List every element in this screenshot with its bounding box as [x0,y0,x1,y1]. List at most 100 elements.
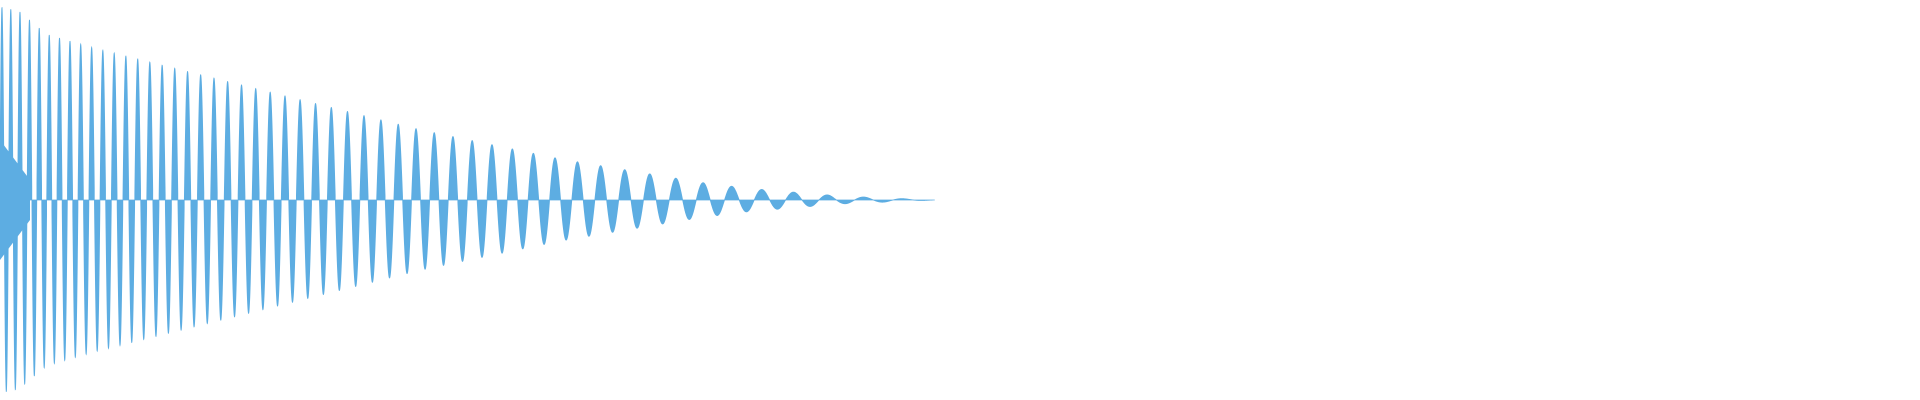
waveform-lobe-7 [31,199,38,377]
waveform-lobe-14 [67,40,74,201]
waveform-lobe-90 [695,182,711,201]
waveform-lobe-39 [217,199,225,321]
waveform-lobe-25 [128,199,136,344]
waveform-dense-onset [0,140,30,260]
waveform-lobe-35 [190,199,198,328]
waveform-lobe-60 [376,119,386,201]
waveform-lobe-73 [496,199,508,254]
waveform-lobe-23 [116,199,124,347]
waveform-lobe-21 [105,199,112,350]
waveform-lobe-27 [140,199,148,341]
waveform-lobe-58 [359,115,369,201]
waveform-lobe-63 [402,199,412,275]
waveform-lobe-100 [854,196,874,201]
waveform-lobe-2 [8,9,14,201]
waveform-lobe-56 [343,111,352,201]
waveform-lobe-82 [594,165,607,201]
waveform-lobe-38 [210,77,218,201]
waveform-lobe-22 [111,51,118,201]
waveform-lobe-65 [420,199,431,270]
waveform-lobe-59 [367,199,377,283]
waveform-lobe-76 [527,152,540,201]
waveform-lobe-99 [836,199,855,205]
waveform-lobe-64 [411,128,421,201]
waveform-lobe-95 [769,199,786,210]
waveform-lobe-33 [177,199,185,332]
waveform-lobe-98 [818,194,837,201]
waveform-lobe-49 [288,199,297,303]
waveform-lobe-86 [643,173,657,201]
waveform-lobe-17 [83,199,90,356]
waveform-lobe-5 [22,199,28,386]
waveform-lobe-97 [801,199,820,207]
waveform-lobe-89 [682,199,697,220]
waveform-lobe-71 [476,199,488,258]
waveform-lobe-62 [393,123,403,201]
waveform-lobe-44 [251,87,260,201]
waveform-lobe-8 [36,27,43,201]
waveform-lobe-46 [266,91,275,201]
waveform-lobe-84 [618,169,632,201]
waveform-lobe-96 [785,191,803,201]
waveform-lobe-72 [486,144,498,201]
waveform-lobe-10 [46,34,53,201]
waveform-lobe-45 [258,199,267,311]
waveform-lobe-87 [656,199,670,225]
waveform-lobe-68 [447,136,459,201]
waveform-lobe-15 [72,199,79,359]
waveform-lobe-19 [94,199,101,353]
waveform-lobe-16 [77,42,84,201]
waveform-lobe-30 [158,64,166,201]
waveform-lobe-103 [913,199,935,201]
waveform-lobe-6 [26,19,33,201]
waveform-lobe-75 [517,199,529,250]
waveform-lobe-12 [56,37,63,201]
waveform-lobe-18 [88,45,95,201]
waveform-lobe-37 [203,199,211,325]
waveform-lobe-80 [571,161,584,201]
waveform-lobe-70 [466,140,478,201]
waveform-lobe-4 [17,11,23,201]
waveform-lobe-102 [892,198,914,201]
waveform-lobe-67 [438,199,449,266]
waveform-lobe-81 [582,199,596,237]
waveform-lobe-51 [303,199,312,300]
waveform-lobe-53 [319,199,328,296]
waveform-lobe-101 [873,199,894,203]
waveform-lobe-88 [668,177,683,201]
waveform-lobe-32 [171,67,179,201]
waveform-lobe-40 [223,81,232,201]
waveform-lobe-43 [244,199,253,315]
waveform-lobe-20 [99,49,106,201]
waveform-lobe-61 [384,199,395,279]
waveform-lobe-13 [61,199,68,362]
waveform-lobe-48 [280,95,290,201]
waveform-lobe-93 [738,199,755,213]
waveform-lobe-3 [12,199,19,391]
waveform-lobe-24 [122,55,130,201]
waveform-lobe-83 [606,199,620,233]
waveform-lobe-55 [334,199,344,291]
waveform-lobe-11 [51,199,58,365]
waveform-lobe-26 [134,58,141,201]
waveform-lobe-52 [311,102,320,201]
waveform-lobe-92 [724,185,740,201]
waveform-lobe-77 [538,199,550,245]
waveform-lobe-57 [351,199,361,287]
waveform-lobe-41 [230,199,239,318]
waveform-lobe-74 [506,148,518,201]
waveform-lobe-79 [560,199,573,241]
waveform-lobe-42 [237,84,246,201]
waveform-lobe-78 [549,157,561,201]
waveform-lobe-54 [327,106,336,201]
waveform-lobe-34 [183,71,192,201]
waveform-lobe-29 [152,199,160,338]
waveform-lobe-31 [164,199,172,334]
waveform-lobe-91 [709,199,725,216]
waveform-lobe-50 [296,99,305,201]
waveform-lobe-69 [457,199,468,262]
waveform-lobe-66 [429,132,440,201]
waveform-lobe-94 [753,189,771,201]
